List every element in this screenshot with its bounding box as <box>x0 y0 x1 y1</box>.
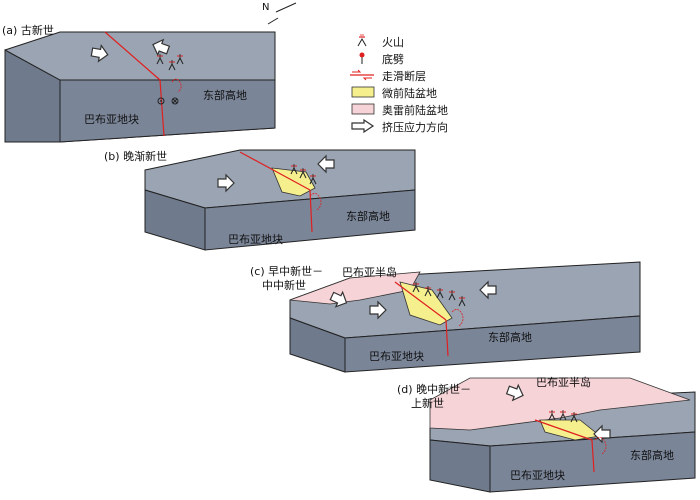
diapir-icon <box>359 52 365 64</box>
legend-item-aure-basin: 奥雷前陆盆地 <box>346 101 486 119</box>
legend-item-compression: 挤压应力方向 <box>346 118 486 136</box>
legend-label-diapir: 底劈 <box>382 53 404 66</box>
strike-slip-fault-icon <box>350 69 374 81</box>
panel-b-block <box>144 149 416 251</box>
panel-b-east-block: 东部高地 <box>346 210 390 223</box>
aure-foreland-basin-swatch <box>351 103 375 115</box>
north-label: N <box>262 2 270 13</box>
legend-item-diapir: 底劈 <box>346 50 486 68</box>
panel-c-era-line2: 中中新世 <box>262 279 306 292</box>
panel-b-west-block: 巴布亚地块 <box>228 233 283 246</box>
panel-d-era-line1: 晚中新世－ <box>416 383 472 396</box>
legend-label-micro-basin: 微前陆盆地 <box>382 87 437 100</box>
panel-a-block <box>4 31 276 143</box>
panel-c-title: (c) 早中新世－ <box>250 265 323 278</box>
compression-arrow-icon <box>351 118 375 134</box>
panel-b-tag: (b) <box>104 150 120 163</box>
panel-a-era: 古新世 <box>20 24 54 37</box>
panel-c-block <box>289 261 641 373</box>
panel-b-era: 晚渐新世 <box>123 150 168 163</box>
legend-label-volcano: 火山 <box>382 36 404 49</box>
panel-a-east-block: 东部高地 <box>203 89 247 102</box>
panel-c-peninsula: 巴布亚半岛 <box>342 266 397 279</box>
panel-d-title: (d) 晚中新世－ <box>397 383 471 396</box>
legend-label-compression: 挤压应力方向 <box>382 121 448 134</box>
panel-c-tag: (c) <box>250 265 265 278</box>
legend-label-aure-basin: 奥雷前陆盆地 <box>382 104 448 117</box>
panel-c-era-line1: 早中新世－ <box>268 265 324 278</box>
panel-c-west-block: 巴布亚地块 <box>369 350 424 363</box>
panel-d-east-block: 东部高地 <box>630 449 674 462</box>
legend-item-volcano: 火山 <box>346 33 486 51</box>
panel-a-title: (a) 古新世 <box>2 24 54 37</box>
volcano-icon <box>357 34 367 47</box>
micro-foreland-basin-swatch <box>351 86 375 98</box>
panel-a-tag: (a) <box>2 24 18 37</box>
panel-b-title: (b) 晚渐新世 <box>104 150 167 163</box>
panel-d-west-block: 巴布亚地块 <box>510 469 565 482</box>
panel-c-east-block: 东部高地 <box>488 331 532 344</box>
panel-d-era-line2: 上新世 <box>411 397 444 410</box>
north-arrow-icon <box>267 2 297 25</box>
panel-d-peninsula: 巴布亚半岛 <box>536 376 591 389</box>
panel-d-tag: (d) <box>397 383 413 396</box>
legend-item-strike-slip: 走滑断层 <box>346 67 486 85</box>
panel-d-block <box>429 377 696 493</box>
legend-item-micro-basin: 微前陆盆地 <box>346 84 486 102</box>
legend-label-strike-slip: 走滑断层 <box>382 70 426 83</box>
panel-a-west-block: 巴布亚地块 <box>84 113 139 126</box>
